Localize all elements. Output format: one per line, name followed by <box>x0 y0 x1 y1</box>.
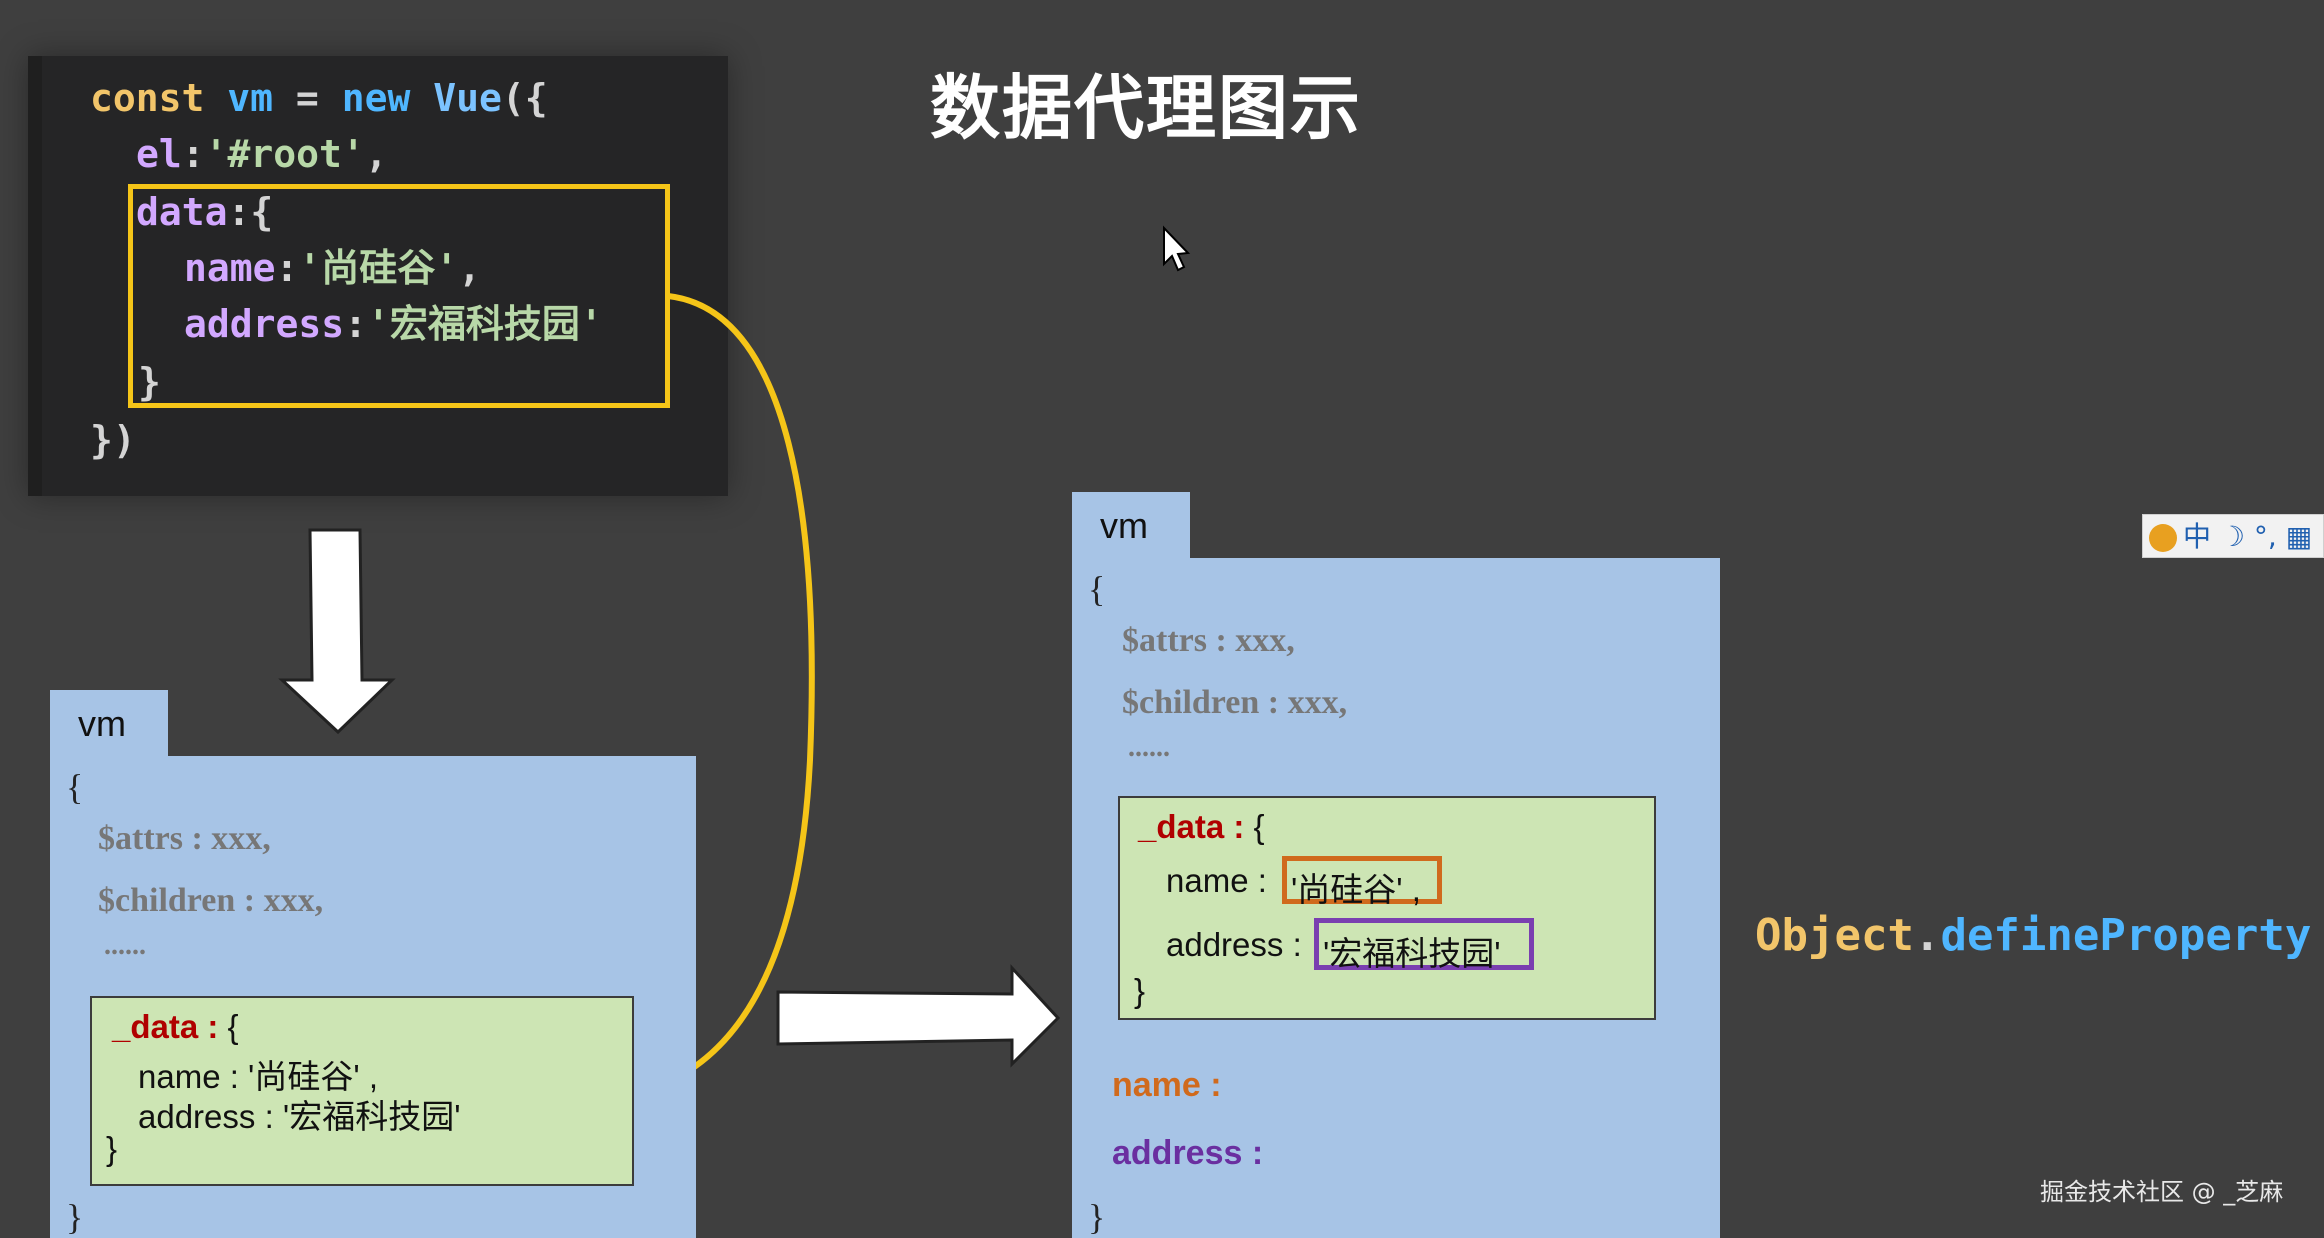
code-data-open: :{ <box>227 190 274 234</box>
code-panel: const vm = new Vue({ el:'#root', data:{ … <box>28 56 728 496</box>
define-dot: . <box>1913 910 1941 961</box>
code-line-2: el:'#root', <box>136 126 388 182</box>
code-open-paren: ({ <box>501 76 548 120</box>
code-prop-data: data <box>136 190 228 234</box>
left-vm-open-brace: { <box>66 767 84 807</box>
right-accessor-name: name : <box>1112 1066 1222 1104</box>
right-name-value-box: '尚硅谷' , <box>1282 856 1442 908</box>
code-string-root: '#root' <box>204 132 365 176</box>
left-data-key: _data : <box>112 1008 219 1045</box>
left-vm-box: { $attrs : xxx, $children : xxx, ...... … <box>50 756 696 1238</box>
code-line-6: } <box>138 360 161 404</box>
right-vm-ellipsis: ...... <box>1128 732 1170 763</box>
right-vm-children: $children : xxx, <box>1122 684 1348 721</box>
right-data-address-value: '宏福科技园' <box>1323 935 1501 972</box>
code-colon: : <box>275 246 299 290</box>
code-keyword-const: const <box>90 76 205 120</box>
page-title: 数据代理图示 <box>930 67 1362 149</box>
ime-toolbar[interactable]: 中 ☽ °, ▦ <box>2142 514 2324 558</box>
code-line-5: address:'宏福科技园' <box>184 296 603 352</box>
right-data-name-value: '尚硅谷' , <box>1291 871 1421 908</box>
data-highlight-box <box>128 184 670 408</box>
define-object: Object <box>1755 910 1914 961</box>
right-data-box: _data : { name : '尚硅谷' , address : '宏福科技… <box>1118 796 1656 1020</box>
right-vm-close-brace: } <box>1088 1197 1106 1237</box>
code-comma: , <box>458 246 482 290</box>
watermark: 掘金技术社区 @ _芝麻 <box>2040 1178 2284 1206</box>
right-accessor-address: address : <box>1112 1134 1264 1172</box>
code-line-7: }) <box>90 418 136 462</box>
mouse-cursor-icon <box>1163 225 1191 272</box>
right-address-value-box: '宏福科技园' <box>1314 918 1534 972</box>
left-vm-ellipsis: ...... <box>104 930 146 961</box>
left-data-open: { <box>218 1008 239 1045</box>
left-vm-tab: vm <box>50 690 168 760</box>
code-keyword-new: new <box>341 76 411 120</box>
right-vm-tab: vm <box>1072 492 1190 562</box>
left-data-close: } <box>106 1130 118 1167</box>
right-vm-box: { $attrs : xxx, $children : xxx, ...... … <box>1072 558 1720 1238</box>
right-data-close: } <box>1134 972 1146 1009</box>
left-data-box: _data : { name : '尚硅谷' , address : '宏福科技… <box>90 996 634 1186</box>
code-line-4: name:'尚硅谷', <box>184 240 481 296</box>
right-vm-attrs: $attrs : xxx, <box>1122 622 1295 659</box>
code-line-1: const vm = new Vue({ <box>90 70 548 126</box>
code-line-3: data:{ <box>136 184 273 240</box>
left-vm-attrs: $attrs : xxx, <box>98 820 271 857</box>
define-property-label: Object.defineProperty <box>1755 910 2311 961</box>
code-colon: : <box>181 132 205 176</box>
left-data-address: address : '宏福科技园' <box>138 1098 461 1135</box>
right-data-open: { <box>1244 808 1265 845</box>
code-string-name: '尚硅谷' <box>298 246 459 290</box>
code-prop-address: address <box>184 302 345 346</box>
right-data-address-key: address : <box>1166 926 1302 963</box>
left-data-name: name : '尚硅谷' , <box>138 1058 378 1095</box>
right-vm-open-brace: { <box>1088 569 1106 609</box>
right-arrow-icon <box>776 964 1061 1068</box>
right-data-name-key: name : <box>1166 862 1267 899</box>
code-prop-el: el <box>136 132 182 176</box>
left-vm-children: $children : xxx, <box>98 882 324 919</box>
code-var-vm: vm <box>227 76 274 120</box>
code-prop-name: name <box>184 246 276 290</box>
code-colon: : <box>344 302 368 346</box>
code-gutter <box>28 56 42 496</box>
define-method: defineProperty <box>1940 910 2312 961</box>
ime-toolbar-items[interactable]: 中 ☽ °, ▦ <box>2183 520 2313 553</box>
down-arrow-icon <box>278 528 396 735</box>
code-class-vue: Vue <box>433 76 502 120</box>
code-comma: , <box>364 132 388 176</box>
right-data-key: _data : <box>1138 808 1245 845</box>
code-equals: = <box>273 76 342 120</box>
left-vm-close-brace: } <box>66 1197 84 1237</box>
code-string-address: '宏福科技园' <box>367 302 603 346</box>
ime-logo-icon[interactable] <box>2149 524 2177 552</box>
